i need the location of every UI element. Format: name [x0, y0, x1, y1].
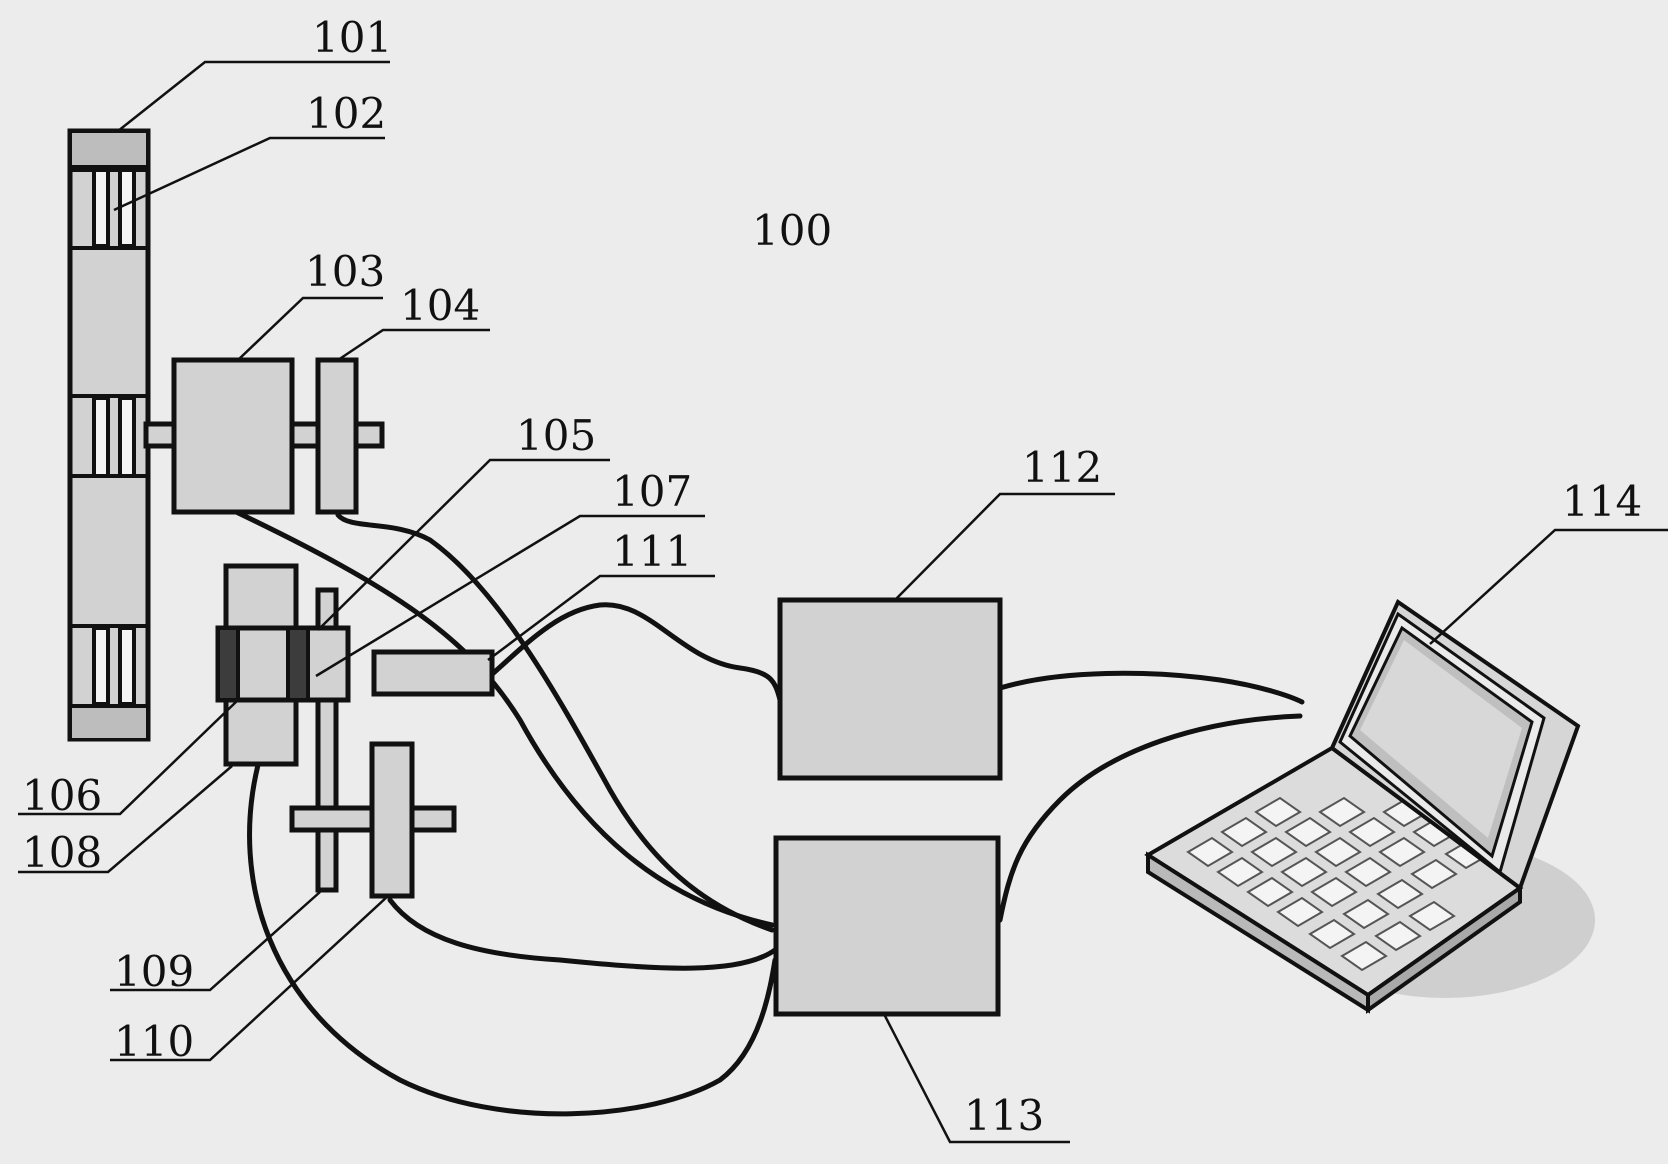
label-102: 102	[306, 89, 386, 138]
sensor-assembly	[218, 566, 348, 890]
clamp-band-right	[288, 628, 308, 700]
motor-box-103	[174, 360, 292, 512]
label-109: 109	[114, 947, 194, 996]
label-105: 105	[516, 411, 596, 460]
daq-box-113	[776, 838, 998, 1014]
label-100: 100	[752, 206, 832, 255]
label-108: 108	[22, 828, 102, 877]
label-107: 107	[612, 467, 692, 516]
laptop-114	[1148, 602, 1595, 1010]
label-110: 110	[114, 1017, 194, 1066]
label-114: 114	[1562, 477, 1642, 526]
label-104: 104	[400, 281, 480, 330]
rail-cap-top	[72, 133, 146, 167]
label-113: 113	[964, 1091, 1044, 1140]
rail-cap-bottom	[72, 706, 146, 738]
encoder-104	[318, 360, 356, 512]
label-111: 111	[612, 527, 692, 576]
encoder-110	[372, 744, 412, 896]
label-112: 112	[1022, 443, 1102, 492]
wire-112-to-114	[1000, 673, 1302, 702]
sensor-111	[374, 652, 492, 694]
label-101: 101	[312, 13, 392, 62]
label-106: 106	[22, 771, 102, 820]
vertical-rail-101	[70, 131, 148, 739]
label-103: 103	[305, 247, 385, 296]
controller-box-112	[780, 600, 1000, 778]
clamp-band-left	[218, 628, 238, 700]
